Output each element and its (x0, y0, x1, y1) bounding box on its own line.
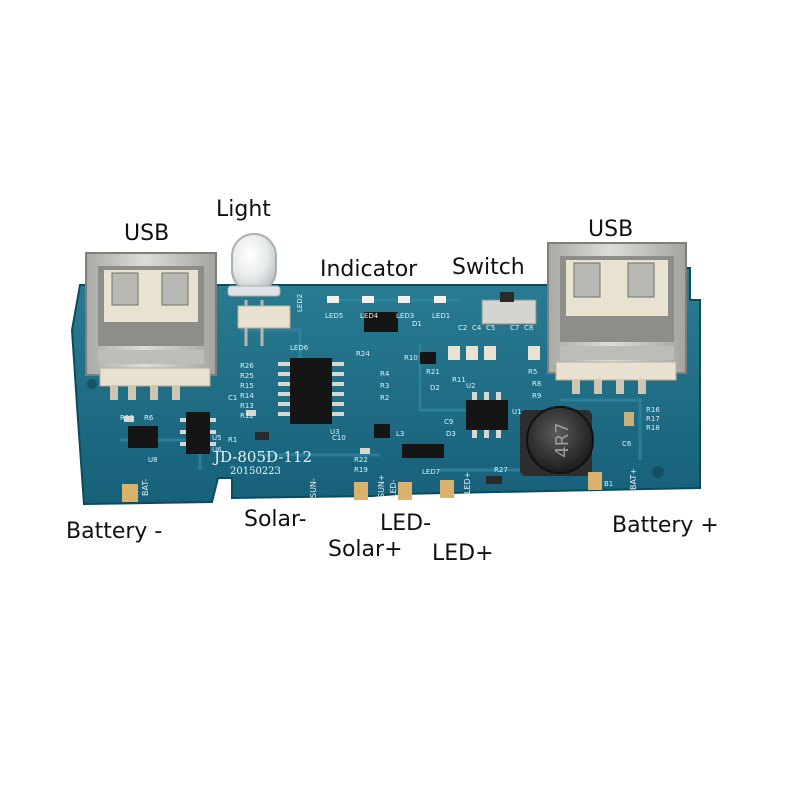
silk-c5: C5 (486, 324, 495, 332)
silk-b1: B1 (604, 480, 613, 488)
label-battery-minus: Battery - (66, 519, 163, 544)
silk-r19: R19 (354, 466, 368, 474)
silk-r6: R6 (144, 414, 154, 422)
silk-r17: R17 (646, 415, 660, 423)
silk-u3: U3 (330, 428, 340, 436)
silk-r23: R23 (120, 414, 134, 422)
silk-r18: R18 (646, 424, 660, 432)
silk-r25: R25 (240, 372, 254, 380)
board-model: JD-805D-112 (212, 448, 312, 466)
silk-r14: R14 (240, 392, 254, 400)
silk-r26: R26 (240, 362, 254, 370)
silk-r16: R16 (646, 406, 660, 414)
silk-r13: R13 (240, 402, 254, 410)
usb-port-right (547, 242, 687, 394)
silk-r15: R15 (240, 382, 254, 390)
pad-label-led-minus: LED- (389, 479, 398, 498)
silk-u6: U6 (212, 446, 222, 454)
label-solar-minus: Solar- (244, 507, 307, 532)
pad-label-led-plus: LED+ (463, 472, 472, 494)
ic-chip-u8 (128, 426, 158, 448)
silk-r2: R2 (380, 394, 389, 402)
solder-pads (122, 472, 602, 502)
label-usb-right: USB (588, 217, 634, 242)
silk-r4: R4 (380, 370, 390, 378)
mosfet-d1 (364, 312, 398, 332)
silk-led5: LED5 (325, 312, 343, 320)
silk-r21: R21 (426, 368, 440, 376)
label-usb-left: USB (124, 221, 170, 246)
silk-led4: LED4 (360, 312, 379, 320)
silk-r8: R8 (532, 380, 541, 388)
transistor-group (374, 352, 444, 458)
silk-r5: R5 (528, 368, 537, 376)
slide-switch (481, 292, 537, 325)
silk-c7: C7 (510, 324, 519, 332)
silk-l3: L3 (396, 430, 404, 438)
silk-r22: R22 (354, 456, 368, 464)
silk-d1: D1 (412, 320, 422, 328)
label-led-minus: LED- (380, 511, 432, 536)
board-date: 20150223 (230, 466, 281, 477)
silk-r1: R1 (228, 436, 237, 444)
silk-r10: R10 (404, 354, 418, 362)
silk-c2: C2 (458, 324, 467, 332)
silk-r9: R9 (532, 392, 541, 400)
silkscreen: JD-805D-112 20150223 BAT- SUN- SUN+ LED-… (120, 294, 660, 498)
silk-c9: C9 (444, 418, 453, 426)
silk-c10: C10 (332, 434, 346, 442)
silk-led6: LED6 (290, 344, 309, 352)
pad-label-bat-minus: BAT- (141, 479, 150, 496)
pad-label-sun-plus: SUN+ (377, 474, 386, 498)
silk-u1: U1 (512, 408, 522, 416)
ic-chip-u1 (466, 392, 508, 438)
silk-led7: LED7 (422, 468, 440, 476)
silk-u5: U5 (212, 434, 222, 442)
silk-r24: R24 (356, 350, 370, 358)
label-light: Light (216, 197, 271, 222)
label-solar-plus: Solar+ (328, 537, 403, 562)
silk-r3: R3 (380, 382, 389, 390)
silk-d3: D3 (446, 430, 456, 438)
pad-label-sun-minus: SUN- (309, 478, 318, 498)
silk-c8: C8 (524, 324, 533, 332)
silk-led3: LED3 (396, 312, 414, 320)
label-battery-plus: Battery + (612, 513, 719, 538)
indicator-leds (327, 296, 446, 303)
inductor-marking: 4R7 (552, 422, 573, 457)
pad-label-bat-plus: BAT+ (629, 468, 638, 490)
label-indicator: Indicator (320, 257, 418, 282)
silk-c1: C1 (228, 394, 237, 402)
silk-u2: U2 (466, 382, 476, 390)
inductor: 4R7 (520, 406, 594, 476)
ic-chip-u5 (180, 412, 216, 454)
label-switch: Switch (452, 255, 525, 280)
silk-r11: R11 (452, 376, 466, 384)
usb-port-left (85, 252, 217, 400)
silk-c6: C6 (622, 440, 632, 448)
label-led-plus: LED+ (432, 541, 494, 566)
smd-components (124, 346, 634, 484)
silk-r27: R27 (494, 466, 508, 474)
silk-led2: LED2 (296, 294, 304, 312)
led-light (227, 233, 291, 346)
silk-u8: U8 (148, 456, 158, 464)
silk-c4: C4 (472, 324, 482, 332)
silk-led1: LED1 (432, 312, 450, 320)
silk-r12: R12 (240, 412, 254, 420)
ic-chip-main (278, 358, 344, 424)
silk-d2: D2 (430, 384, 440, 392)
